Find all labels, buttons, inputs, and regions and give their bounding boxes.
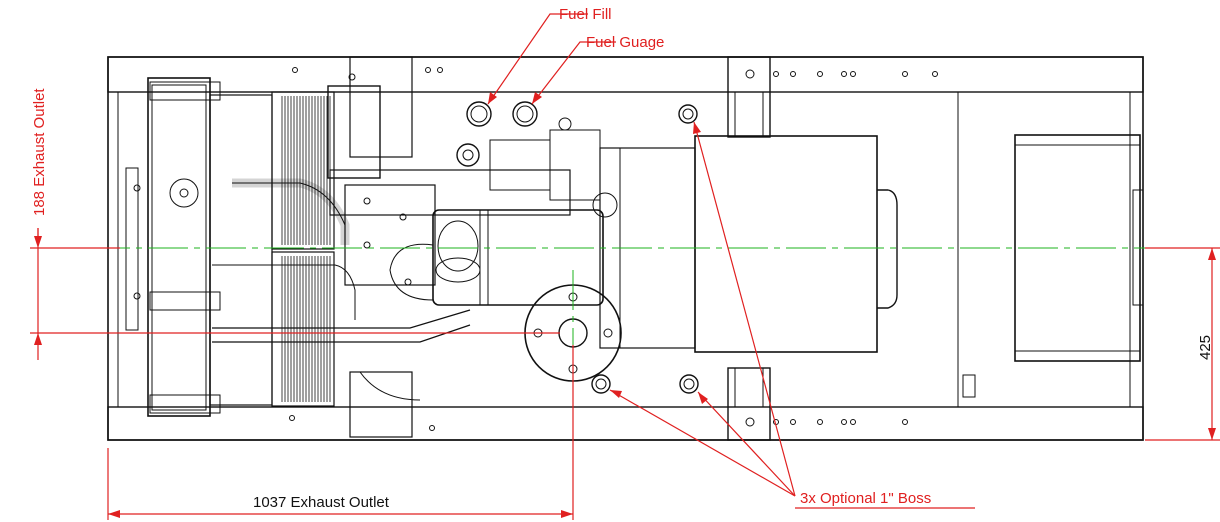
boss-leaders — [609, 121, 975, 509]
label-optional-boss: 3x Optional 1" Boss — [800, 490, 931, 507]
radiator-core-fins — [271, 91, 335, 250]
dimension-188-exhaust — [30, 228, 560, 360]
fuel-fill-cap — [466, 101, 492, 127]
label-425: 425 — [1197, 335, 1214, 360]
optional-boss-lower-right — [679, 374, 699, 394]
optional-boss-upper — [678, 104, 698, 124]
radiator-assembly — [125, 77, 273, 417]
label-188-exhaust-outlet: 188 Exhaust Outlet — [31, 88, 48, 216]
frame-holes-top — [292, 67, 938, 79]
label-fuel-fill: Fuel Fill — [559, 6, 612, 23]
dimension-425 — [1145, 247, 1220, 441]
radiator-core-fins-lower — [271, 251, 335, 407]
frame-holes-bottom — [289, 415, 908, 431]
optional-boss-lower-left — [591, 374, 611, 394]
alternator-housing — [592, 135, 898, 353]
engine-block — [327, 56, 571, 438]
label-fuel-gauge: Fuel Guage — [586, 34, 664, 51]
fuel-gauge — [512, 101, 538, 127]
air-cleaner — [389, 209, 604, 306]
control-box — [962, 134, 1144, 398]
fuel-pump-assembly — [456, 129, 601, 201]
fuel-gauge-leader — [531, 41, 616, 105]
label-1037-exhaust-outlet: 1037 Exhaust Outlet — [253, 494, 390, 511]
coolant-hoses — [212, 178, 471, 401]
dimension-1037-exhaust — [107, 345, 574, 520]
cross-member-upper — [727, 56, 771, 138]
fuel-fill-leader — [487, 13, 588, 105]
